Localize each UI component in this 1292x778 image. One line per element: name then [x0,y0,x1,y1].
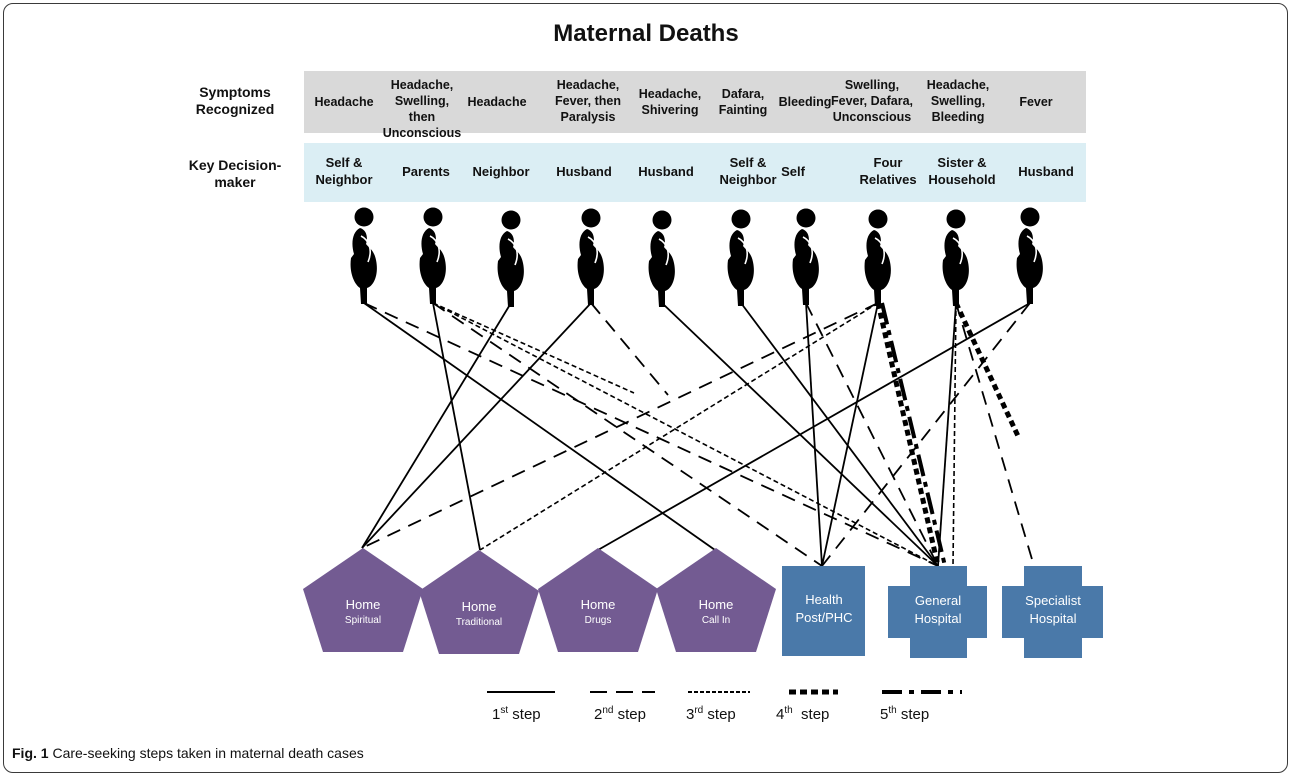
home-spiritual-shape [303,548,423,652]
figure-frame [3,3,1288,773]
decision-maker-cell: Self & Neighbor [315,155,373,187]
legend-step5-label: 5th step [880,705,930,723]
step4-lines [875,301,1021,567]
home-call-in-shape [656,548,776,652]
general-hospital-label: General Hospital [914,593,962,626]
home-shapes [303,548,776,654]
pregnant-woman-icon [941,208,970,307]
pregnant-woman-icon [349,206,378,305]
legend-step2-label: 2nd step [594,705,646,723]
pregnant-woman-icon [418,206,447,305]
pregnant-woman-icon [496,209,525,308]
symptom-cell: Headache [467,95,527,109]
health-post-shape [782,566,865,656]
pregnant-woman-icon [791,207,820,306]
legend-step4-label: 4th step [776,705,830,723]
symptom-cell: Headache, Fever, then Paralysis [555,78,621,124]
symptom-cell: Swelling, Fever, Dafara, Unconscious [831,78,913,124]
symptom-cell: Headache, Swelling, then Unconscious [382,78,462,140]
symptom-cell: Fever [1019,95,1053,109]
decision-maker-cell: Husband [556,164,612,179]
step5-lines [880,302,947,567]
symptom-cell: Bleeding [778,95,832,109]
diagram-title: Maternal Deaths [553,20,739,47]
pregnant-woman-icon [863,208,892,307]
step2-lines [361,302,1035,567]
home-traditional-shape [419,550,539,654]
decision-maker-row-label: Key Decision-maker [188,157,282,190]
symptom-cell: Headache [314,95,374,109]
decision-maker-cell: Parents [402,164,450,179]
symptoms-row-label: Symptoms Recognized [195,84,275,117]
symptom-cell: Headache, Swelling, Bleeding [926,78,990,124]
symptom-cell: Headache, Shivering [638,87,702,117]
decision-maker-cell: Four Relatives [859,155,917,187]
pregnant-woman-icon [726,208,755,307]
symptoms-band: Headache Headache, Swelling, then Uncons… [304,71,1086,140]
specialist-hospital-shape [1002,566,1103,658]
step1-lines [361,302,1031,567]
specialist-hospital-label: Specialist Hospital [1025,593,1081,626]
pregnant-woman-icon [576,207,605,306]
legend-step3-label: 3rd step [686,705,736,723]
symptom-cell: Dafara, Fainting [718,87,768,117]
women-figures [349,206,1044,308]
general-hospital-shape [888,566,987,658]
home-drugs-shape [538,548,658,652]
decision-maker-band: Self & Neighbor Parents Neighbor Husband… [304,143,1086,202]
decision-maker-cell: Husband [638,164,694,179]
decision-maker-cell: Sister & Household [928,155,996,187]
decision-maker-cell: Self [781,164,805,179]
pregnant-woman-icon [1015,206,1044,305]
pregnant-woman-icon [647,209,676,308]
decision-maker-cell: Self & Neighbor [719,155,777,187]
health-post-label: Health Post/PHC [795,592,853,625]
figure-caption: Fig. 1 Care-seeking steps taken in mater… [12,745,364,761]
step3-lines [432,302,957,567]
decision-maker-cell: Neighbor [472,164,530,179]
decision-maker-cell: Husband [1018,164,1074,179]
legend-step1-label: 1st step [492,705,541,723]
facility-shapes [782,566,1103,658]
